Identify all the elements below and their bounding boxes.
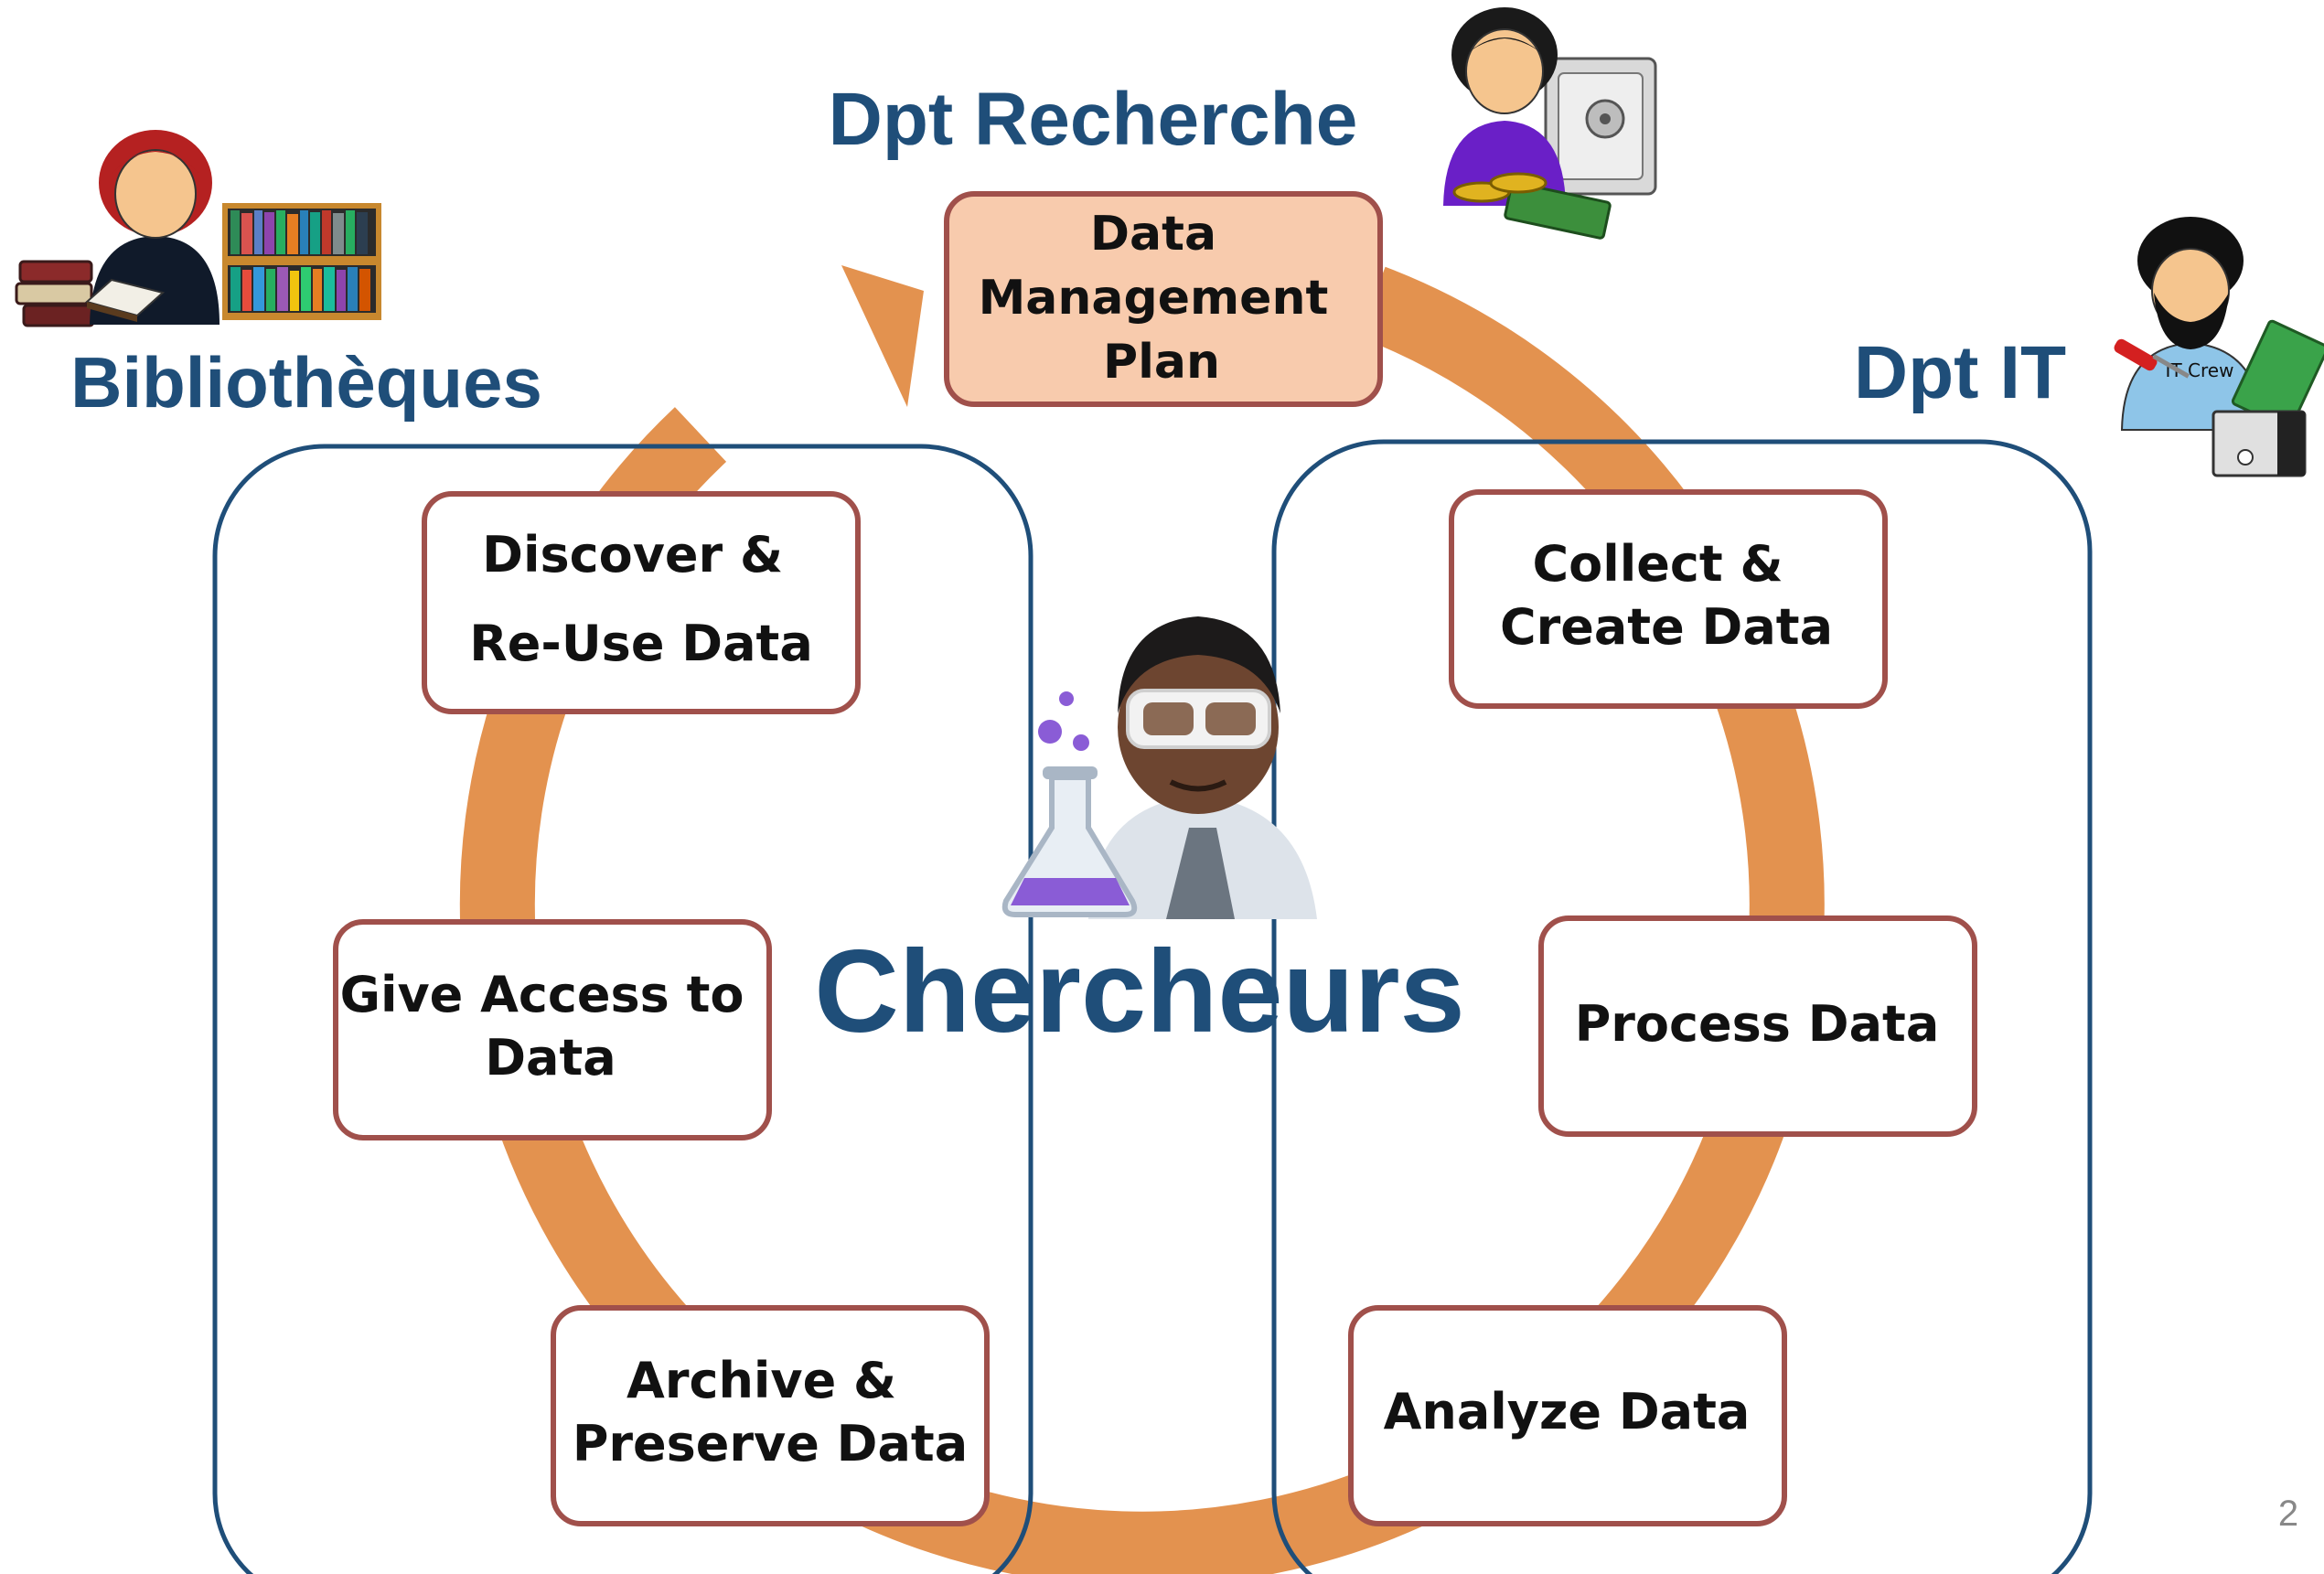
librarian-icon (15, 130, 220, 327)
node-label-line: Data (1090, 207, 1216, 262)
slide-number: 2 (2278, 1494, 2298, 1534)
node-label-line: Create Data (1500, 598, 1833, 656)
node-label-line: Preserve Data (573, 1415, 968, 1472)
node-label-line: Collect & (1533, 535, 1783, 593)
node-label-line: Data (485, 1029, 616, 1087)
node-data-management-plan: Data Management Plan (944, 191, 1383, 407)
svg-text:Collect & Create Data: Collect & Create Data (1500, 535, 1833, 656)
svg-text:Discover & Re-Use Data: Discover & Re-Use Data (469, 526, 813, 672)
bookshelf-icon (222, 203, 381, 320)
svg-text:Data Management Pl: Data Management Plan (979, 207, 1345, 390)
it-group-outline (1271, 439, 2093, 1574)
node-label-line: Plan (1103, 335, 1220, 390)
group-title-libraries: Bibliothèques (70, 342, 542, 423)
group-title-it-dept: Dpt IT (1854, 331, 2066, 414)
svg-text:Analyze Data: Analyze Data (1384, 1383, 1751, 1440)
node-give-access: Give Access to Data (333, 919, 772, 1140)
node-analyze: Analyze Data (1348, 1305, 1787, 1526)
group-title-research-dept: Dpt Recherche (829, 78, 1358, 161)
node-process: Process Data (1538, 915, 1977, 1137)
node-label-line: Process Data (1575, 995, 1940, 1053)
svg-text:Archive & Preserve Data: Archive & Preserve Data (573, 1352, 968, 1472)
lifecycle-arrowhead (841, 265, 924, 407)
it-technician-icon: IT Crew (2114, 217, 2324, 477)
svg-text:Give Access to Data: Give Access to Data (340, 966, 762, 1087)
node-label-line: Give Access to (340, 966, 744, 1023)
node-collect-create: Collect & Create Data (1449, 489, 1888, 709)
group-title-researchers: Chercheurs (814, 926, 1464, 1057)
node-label-line: Analyze Data (1384, 1383, 1751, 1440)
node-discover-reuse: Discover & Re-Use Data (422, 491, 861, 714)
scientist-icon (1001, 616, 1317, 919)
libraries-group-outline (212, 444, 1033, 1574)
node-label-line: Re-Use Data (469, 615, 813, 672)
node-archive-preserve: Archive & Preserve Data (551, 1305, 990, 1526)
node-label-line: Management (979, 271, 1329, 326)
svg-text:Process Data: Process Data (1575, 995, 1940, 1053)
node-label-line: Discover & (482, 526, 783, 584)
finance-safe-icon (1443, 7, 1657, 240)
node-label-line: Archive & (627, 1352, 896, 1409)
